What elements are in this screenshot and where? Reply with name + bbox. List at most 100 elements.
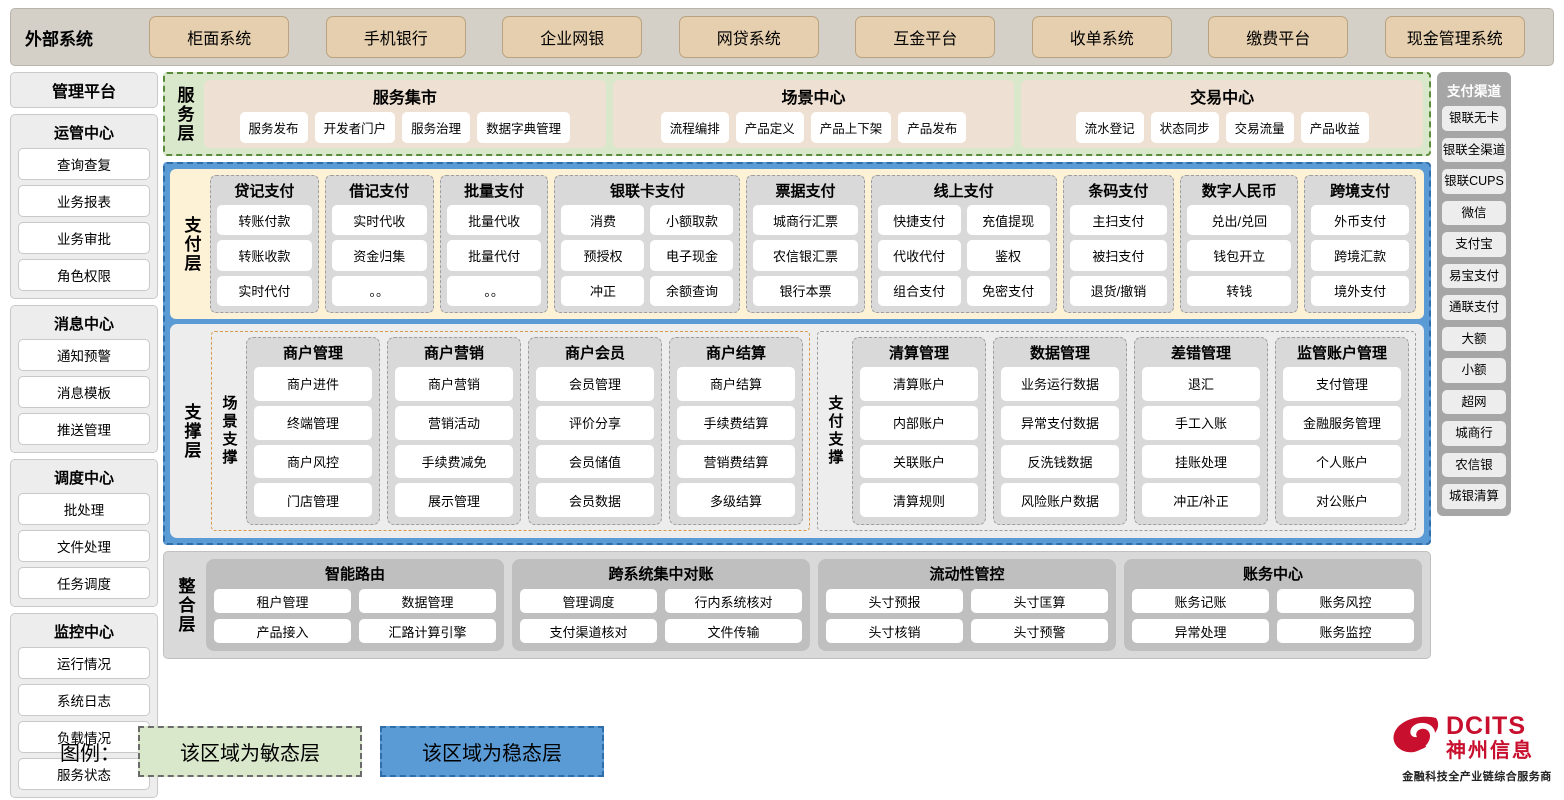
pay-cell[interactable]: 鉴权	[966, 240, 1050, 271]
pay-cell[interactable]: 免密支付	[966, 275, 1050, 306]
pay-cell[interactable]: 代收代付	[877, 240, 961, 271]
sup-cell[interactable]: 营销费结算	[677, 444, 795, 479]
sup-cell[interactable]: 会员数据	[536, 483, 654, 517]
int-cell[interactable]: 数据管理	[359, 589, 496, 613]
mgmt-item[interactable]: 推送管理	[18, 413, 150, 445]
int-cell[interactable]: 头寸匡算	[971, 589, 1108, 613]
sup-cell[interactable]: 内部账户	[860, 405, 978, 440]
int-cell[interactable]: 管理调度	[520, 589, 657, 613]
pay-cell[interactable]: 退货/撤销	[1069, 275, 1168, 306]
pay-cell[interactable]: 钱包开立	[1187, 240, 1292, 271]
channel-item[interactable]: 通联支付	[1442, 295, 1506, 320]
channel-item[interactable]: 微信	[1442, 200, 1506, 225]
int-cell[interactable]: 产品接入	[214, 619, 351, 643]
pay-cell[interactable]: 城商行汇票	[753, 205, 858, 236]
service-chip[interactable]: 状态同步	[1150, 112, 1219, 143]
external-system-chip[interactable]: 缴费平台	[1208, 16, 1349, 58]
mgmt-item[interactable]: 角色权限	[18, 259, 150, 291]
service-chip[interactable]: 数据字典管理	[477, 112, 571, 143]
external-system-chip[interactable]: 企业网银	[502, 16, 643, 58]
pay-cell[interactable]: 境外支付	[1311, 275, 1409, 306]
sup-cell[interactable]: 商户结算	[677, 367, 795, 401]
service-chip[interactable]: 产品定义	[735, 112, 804, 143]
external-system-chip[interactable]: 互金平台	[855, 16, 996, 58]
channel-item[interactable]: 银联无卡	[1442, 106, 1506, 131]
mgmt-item[interactable]: 负载情况	[18, 721, 150, 753]
external-system-chip[interactable]: 柜面系统	[149, 16, 290, 58]
channel-item[interactable]: 支付宝	[1442, 232, 1506, 257]
external-system-chip[interactable]: 网贷系统	[678, 16, 819, 58]
mgmt-item[interactable]: 文件处理	[18, 530, 150, 562]
sup-cell[interactable]: 商户风控	[254, 444, 372, 479]
service-chip[interactable]: 产品上下架	[810, 112, 892, 143]
sup-cell[interactable]: 业务运行数据	[1001, 367, 1119, 401]
sup-cell[interactable]: 反洗钱数据	[1001, 444, 1119, 479]
int-cell[interactable]: 头寸预警	[971, 619, 1108, 643]
sup-cell[interactable]: 金融服务管理	[1283, 405, 1401, 440]
pay-cell[interactable]: 实时代收	[331, 205, 427, 236]
sup-cell[interactable]: 商户进件	[254, 367, 372, 401]
int-cell[interactable]: 头寸预报	[826, 589, 963, 613]
pay-cell[interactable]: 农信银汇票	[753, 240, 858, 271]
sup-cell[interactable]: 个人账户	[1283, 444, 1401, 479]
service-chip[interactable]: 流程编排	[660, 112, 729, 143]
pay-cell[interactable]: 预授权	[561, 240, 645, 271]
pay-cell[interactable]: 实时代付	[217, 275, 312, 306]
channel-item[interactable]: 城银清算	[1442, 484, 1506, 509]
sup-cell[interactable]: 手续费减免	[395, 444, 513, 479]
mgmt-item[interactable]: 通知预警	[18, 339, 150, 371]
mgmt-item[interactable]: 消息模板	[18, 376, 150, 408]
int-cell[interactable]: 账务监控	[1277, 619, 1414, 643]
sup-cell[interactable]: 展示管理	[395, 483, 513, 517]
mgmt-item[interactable]: 业务报表	[18, 185, 150, 217]
service-chip[interactable]: 服务发布	[239, 112, 308, 143]
pay-cell[interactable]: 电子现金	[650, 240, 734, 271]
int-cell[interactable]: 异常处理	[1132, 619, 1269, 643]
service-chip[interactable]: 交易流量	[1225, 112, 1294, 143]
channel-item[interactable]: 易宝支付	[1442, 263, 1506, 288]
pay-cell[interactable]: 批量代收	[446, 205, 542, 236]
sup-cell[interactable]: 挂账处理	[1142, 444, 1260, 479]
service-chip[interactable]: 产品收益	[1300, 112, 1369, 143]
mgmt-item[interactable]: 任务调度	[18, 567, 150, 599]
int-cell[interactable]: 行内系统核对	[665, 589, 802, 613]
service-chip[interactable]: 产品发布	[898, 112, 967, 143]
channel-item[interactable]: 银联CUPS	[1442, 169, 1506, 194]
channel-item[interactable]: 大额	[1442, 326, 1506, 351]
pay-cell[interactable]: 组合支付	[877, 275, 961, 306]
mgmt-item[interactable]: 业务审批	[18, 222, 150, 254]
pay-cell[interactable]: 外币支付	[1311, 205, 1409, 236]
pay-cell[interactable]: 资金归集	[331, 240, 427, 271]
sup-cell[interactable]: 会员储值	[536, 444, 654, 479]
sup-cell[interactable]: 对公账户	[1283, 483, 1401, 517]
sup-cell[interactable]: 异常支付数据	[1001, 405, 1119, 440]
pay-cell[interactable]: 小额取款	[650, 205, 734, 236]
pay-cell[interactable]: 主扫支付	[1069, 205, 1168, 236]
sup-cell[interactable]: 多级结算	[677, 483, 795, 517]
pay-cell[interactable]: 被扫支付	[1069, 240, 1168, 271]
pay-cell[interactable]: 消费	[561, 205, 645, 236]
mgmt-item[interactable]: 查询查复	[18, 148, 150, 180]
sup-cell[interactable]: 手工入账	[1142, 405, 1260, 440]
sup-cell[interactable]: 评价分享	[536, 405, 654, 440]
sup-cell[interactable]: 清算账户	[860, 367, 978, 401]
pay-cell[interactable]: 兑出/兑回	[1187, 205, 1292, 236]
service-chip[interactable]: 流水登记	[1075, 112, 1144, 143]
pay-cell[interactable]: 。。	[331, 275, 427, 306]
channel-item[interactable]: 超网	[1442, 389, 1506, 414]
channel-item[interactable]: 城商行	[1442, 421, 1506, 446]
sup-cell[interactable]: 支付管理	[1283, 367, 1401, 401]
sup-cell[interactable]: 手续费结算	[677, 405, 795, 440]
int-cell[interactable]: 租户管理	[214, 589, 351, 613]
pay-cell[interactable]: 转钱	[1187, 275, 1292, 306]
sup-cell[interactable]: 冲正/补正	[1142, 483, 1260, 517]
sup-cell[interactable]: 风险账户数据	[1001, 483, 1119, 517]
sup-cell[interactable]: 关联账户	[860, 444, 978, 479]
sup-cell[interactable]: 营销活动	[395, 405, 513, 440]
external-system-chip[interactable]: 收单系统	[1031, 16, 1172, 58]
int-cell[interactable]: 文件传输	[665, 619, 802, 643]
pay-cell[interactable]: 充值提现	[966, 205, 1050, 236]
pay-cell[interactable]: 。。	[446, 275, 542, 306]
sup-cell[interactable]: 退汇	[1142, 367, 1260, 401]
channel-item[interactable]: 小额	[1442, 358, 1506, 383]
